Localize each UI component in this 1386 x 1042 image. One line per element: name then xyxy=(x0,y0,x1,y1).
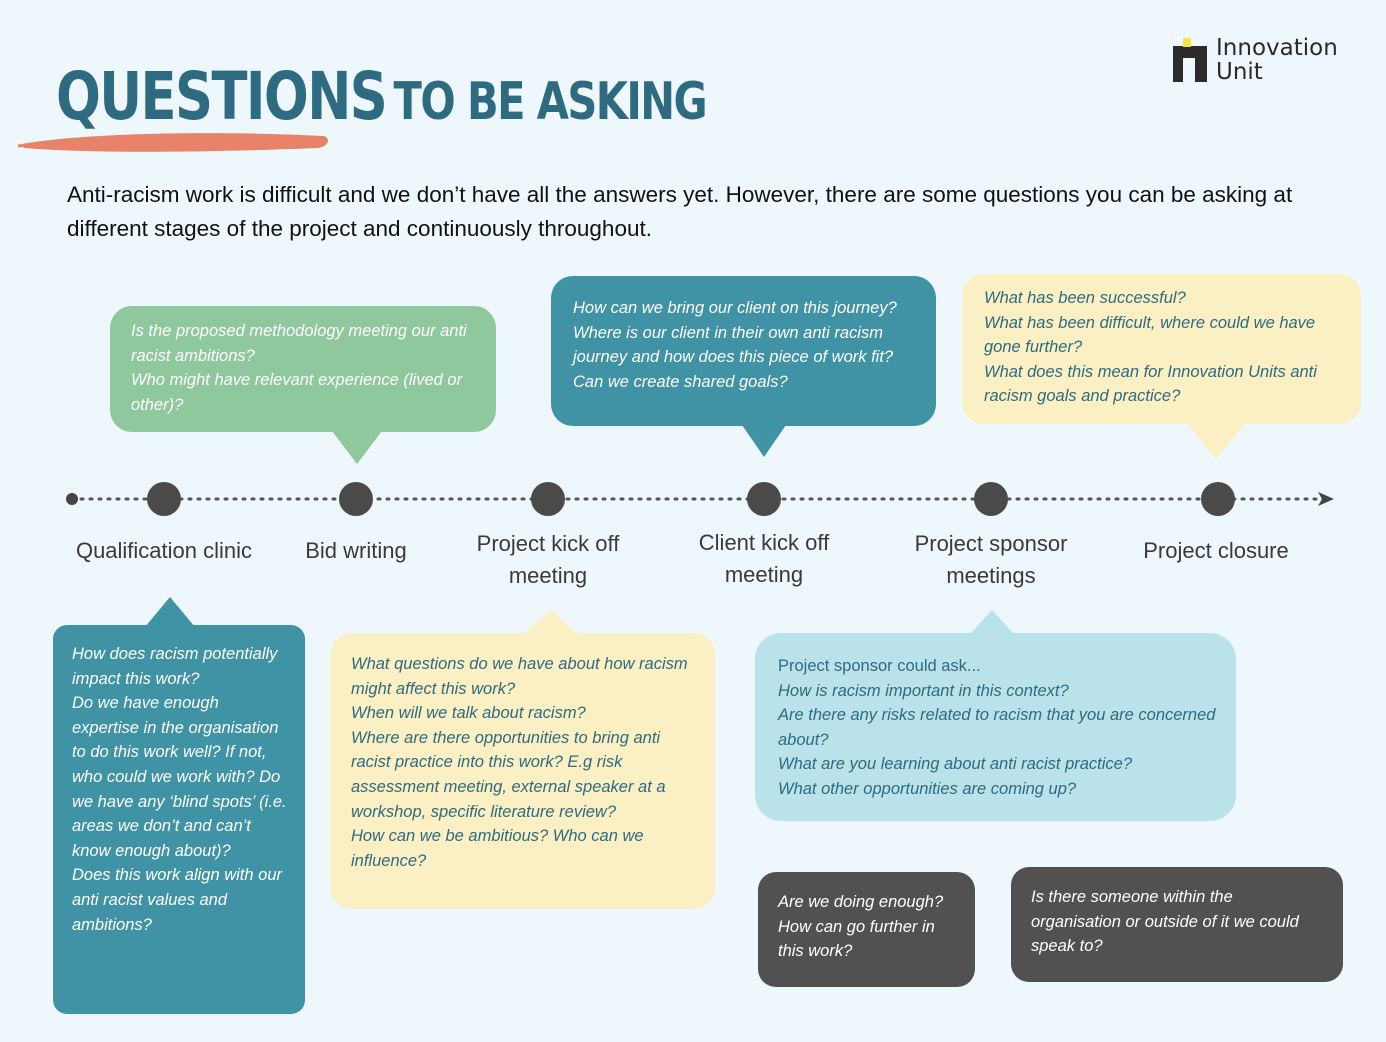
innovation-unit-logo xyxy=(1173,38,1207,82)
bubble-client-kickoff: How can we bring our client on this jour… xyxy=(551,276,936,426)
timeline-arrow-icon xyxy=(1318,492,1334,506)
stage-label-bid-writing: Bid writing xyxy=(305,538,407,563)
brush-stroke-decoration xyxy=(18,133,328,152)
bubble-qualification-clinic: How does racism potentially impact this … xyxy=(53,625,305,1014)
bubble-pointer xyxy=(524,610,578,634)
timeline-node xyxy=(1201,482,1235,516)
bubble-pointer xyxy=(1186,423,1246,459)
timeline-start-dot xyxy=(66,493,78,505)
logo-wordmark: Innovation Unit xyxy=(1216,35,1338,85)
stage-label-qualification-clinic: Qualification clinic xyxy=(75,538,253,563)
bubble-bid-writing: Is the proposed methodology meeting our … xyxy=(110,306,496,432)
timeline-node xyxy=(339,482,373,516)
title-sub: TO BE ASKING xyxy=(393,72,708,132)
timeline-node xyxy=(531,482,565,516)
stage-label-client-kick-off: Client kick off meeting xyxy=(698,530,830,587)
page-title: QUESTIONS TO BE ASKING xyxy=(56,58,708,135)
bubble-pointer xyxy=(332,431,382,464)
bubble-doing-enough: Are we doing enough? How can go further … xyxy=(758,872,975,987)
bubble-project-closure: What has been successful? What has been … xyxy=(962,274,1361,424)
stage-label-project-closure: Project closure xyxy=(1143,538,1289,563)
timeline-node xyxy=(974,482,1008,516)
intro-text: Anti-racism work is difficult and we don… xyxy=(67,182,1293,241)
bubble-pointer xyxy=(742,425,786,457)
timeline-node xyxy=(747,482,781,516)
bubble-project-kickoff: What questions do we have about how raci… xyxy=(330,633,715,909)
stage-label-project-kick-off: Project kick off meeting xyxy=(476,531,620,588)
stage-label-project-sponsor: Project sponsor meetings xyxy=(914,531,1068,588)
bubble-someone-within: Is there someone within the organisation… xyxy=(1011,867,1343,982)
bubble-pointer xyxy=(145,597,195,627)
timeline-node xyxy=(147,482,181,516)
title-main: QUESTIONS xyxy=(56,58,388,135)
bubble-pointer xyxy=(970,610,1014,634)
timeline xyxy=(66,482,1334,516)
bubble-project-sponsor: Project sponsor could ask... How is raci… xyxy=(755,633,1236,821)
